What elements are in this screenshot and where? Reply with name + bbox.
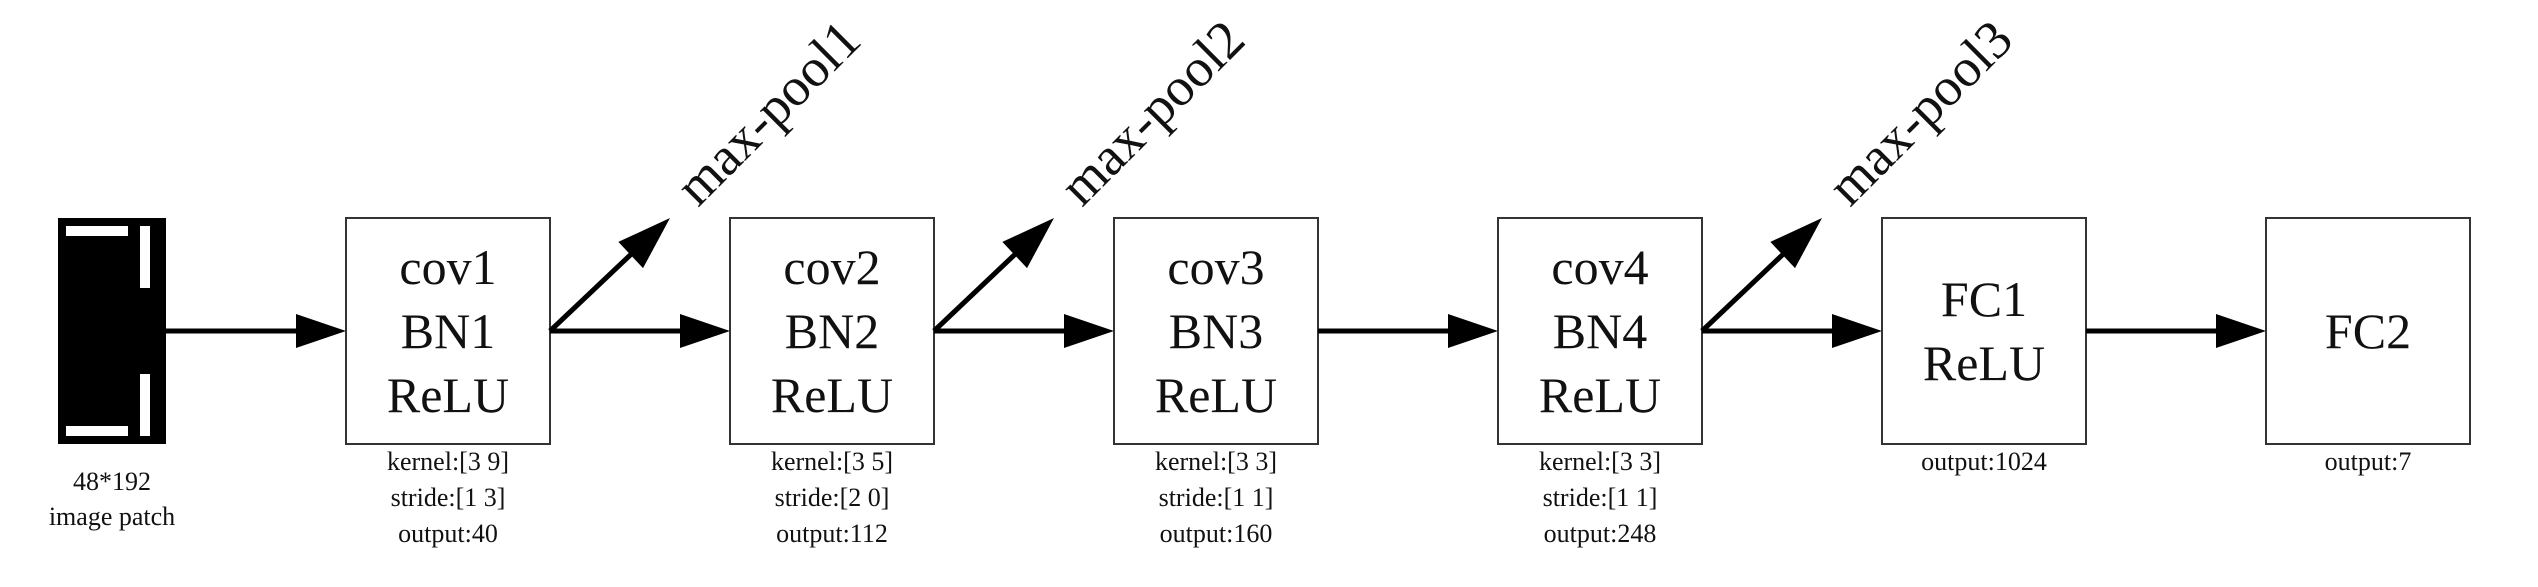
layer-text-line: cov1 — [399, 239, 496, 295]
layer-param-label: stride:[1 1] — [1543, 483, 1658, 512]
arrow-layer-3-to-layer-4 — [1318, 314, 1498, 348]
layer-box — [345, 217, 551, 445]
layer-param-label: kernel:[3 3] — [1539, 447, 1661, 476]
layer-param-label: kernel:[3 5] — [771, 447, 893, 476]
layer-text-line: cov4 — [1551, 239, 1648, 295]
max-pool-arrowhead — [1770, 218, 1822, 269]
layer-param-label: output:112 — [776, 519, 888, 548]
layer-text-line: FC1 — [1941, 271, 2027, 327]
arrow-layer-2-to-layer-3 — [934, 314, 1114, 348]
max-pool-label: max-pool3 — [1816, 9, 2024, 217]
layer-param-label: stride:[1 3] — [391, 483, 506, 512]
layer-text-line: cov3 — [1167, 239, 1264, 295]
layer-box — [1881, 217, 2087, 445]
layer-text-line: ReLU — [1155, 367, 1277, 423]
arrow-layer-1-to-layer-2 — [550, 314, 730, 348]
layer-text-line: cov2 — [783, 239, 880, 295]
arrow-layer-4-to-layer-5 — [1702, 314, 1882, 348]
layer-text-line: BN4 — [1553, 303, 1647, 359]
layer-block-6: FC2 output:7 — [2265, 217, 2471, 476]
layer-box — [2265, 217, 2471, 445]
layer-param-label: output:248 — [1544, 519, 1657, 548]
input-name-label: image patch — [49, 502, 175, 531]
layer-box — [1497, 217, 1703, 445]
arrow-input-to-layer-1 — [166, 314, 346, 348]
layer-text-line: BN3 — [1169, 303, 1263, 359]
layer-text-line: ReLU — [1923, 335, 2045, 391]
layer-param-label: output:40 — [398, 519, 498, 548]
layer-param-label: output:160 — [1160, 519, 1273, 548]
image-patch-icon — [58, 218, 166, 444]
arrow-layer-5-to-layer-6 — [2086, 314, 2266, 348]
layer-text-line: FC2 — [2325, 303, 2411, 359]
layer-text-line: ReLU — [771, 367, 893, 423]
layer-param-label: output:7 — [2325, 447, 2412, 476]
layer-param-label: stride:[1 1] — [1159, 483, 1274, 512]
input-size-label: 48*192 — [73, 467, 151, 496]
layer-box — [729, 217, 935, 445]
layer-param-label: kernel:[3 3] — [1155, 447, 1277, 476]
max-pool-label: max-pool1 — [664, 9, 872, 217]
layer-param-label: kernel:[3 9] — [387, 447, 509, 476]
max-pool-arrowhead — [1002, 218, 1054, 269]
layer-param-label: stride:[2 0] — [775, 483, 890, 512]
layer-text-line: BN2 — [785, 303, 879, 359]
max-pool-arrowhead — [618, 218, 670, 269]
max-pool-label: max-pool2 — [1048, 9, 1256, 217]
layer-text-line: BN1 — [401, 303, 495, 359]
layer-box — [1113, 217, 1319, 445]
layer-text-line: ReLU — [1539, 367, 1661, 423]
layer-text-line: ReLU — [387, 367, 509, 423]
layer-param-label: output:1024 — [1921, 447, 2047, 476]
